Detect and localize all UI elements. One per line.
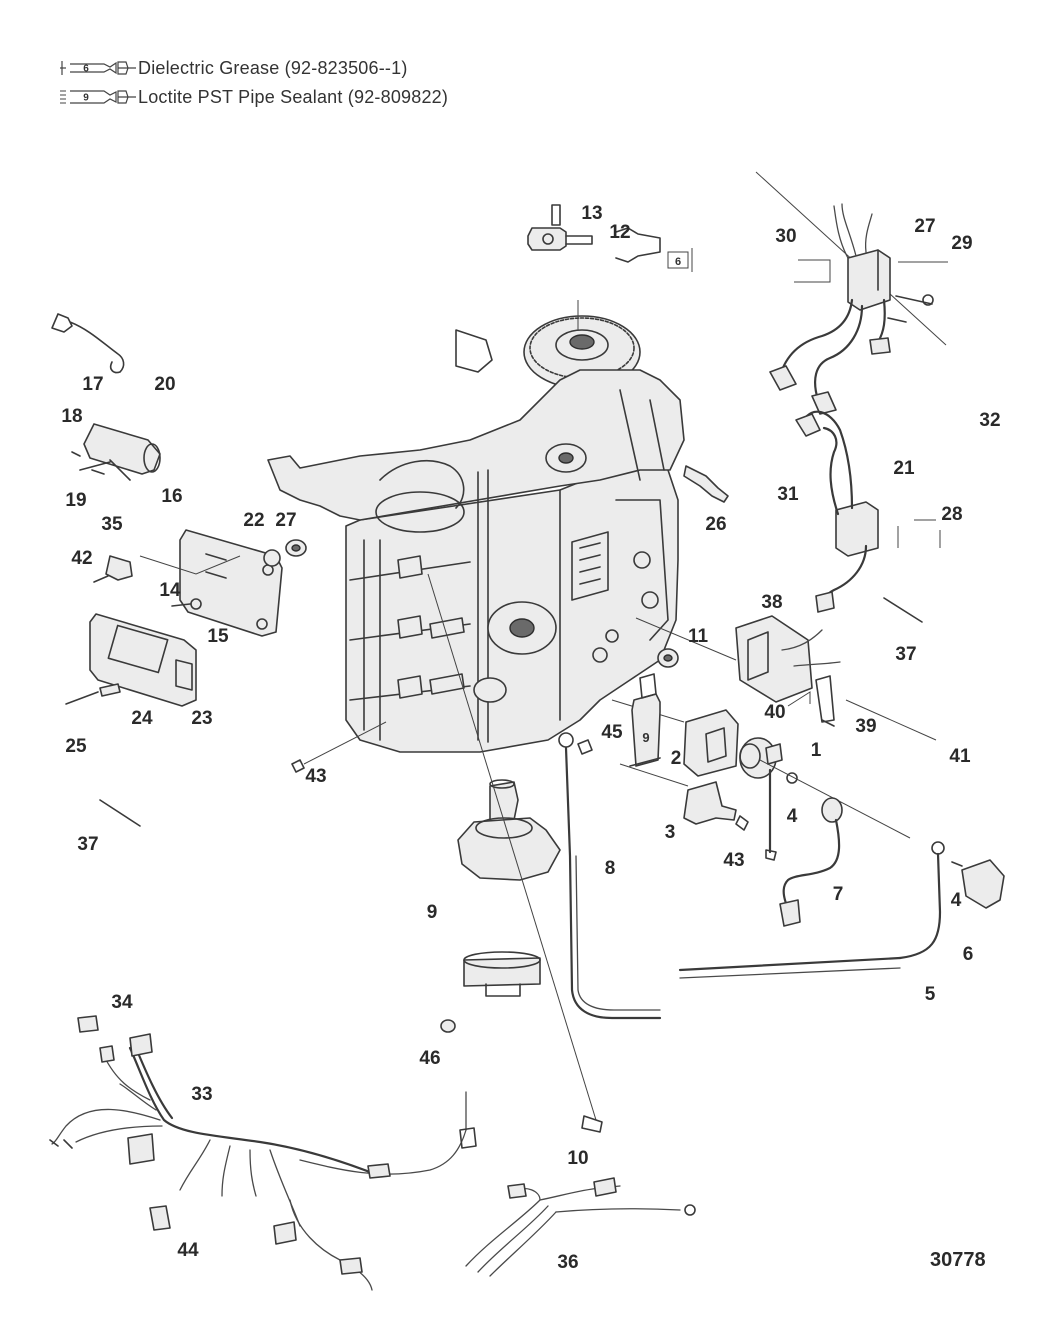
callout-5: 5	[925, 984, 936, 1005]
callout-36: 36	[557, 1252, 578, 1273]
cable-part-8	[558, 732, 662, 1020]
legend-badge: 6	[83, 64, 89, 75]
callout-33: 33	[191, 1084, 212, 1105]
rectifier-part-38	[735, 615, 841, 727]
callout-46: 46	[419, 1048, 440, 1069]
callout-34: 34	[111, 992, 133, 1013]
figure-number: 30778	[930, 1249, 986, 1271]
callout-28: 28	[941, 504, 962, 525]
callout-18: 18	[61, 406, 82, 427]
callout-43: 43	[723, 850, 744, 871]
ignition-coil-upper	[769, 203, 934, 415]
callout-17: 17	[82, 374, 103, 395]
tie-strap-part-37	[99, 799, 141, 827]
harness-part-36	[465, 1177, 696, 1277]
callout-31: 31	[777, 484, 799, 505]
callout-27: 21	[893, 458, 915, 479]
bracket-part-3	[683, 781, 737, 825]
legend-item-dielectric-grease: 6 Dielectric Grease (92-823506--1)	[60, 56, 408, 80]
callout-4: 4	[951, 890, 962, 911]
starter-motor	[457, 779, 561, 997]
callout-1: 1	[811, 740, 822, 761]
legend-label: Dielectric Grease (92-823506--1)	[138, 57, 408, 78]
legend-label: Loctite PST Pipe Sealant (92-809822)	[138, 86, 449, 107]
callout-38: 38	[761, 592, 782, 613]
mount-bracket	[171, 529, 307, 637]
callout-6: 6	[963, 944, 974, 965]
cable-part-5	[678, 841, 1005, 979]
callout-26: 26	[705, 514, 726, 535]
sensor-part-12	[527, 204, 661, 263]
grease-tube-icon: 6	[60, 61, 136, 75]
sealant-tube-part-9: 9	[629, 673, 661, 767]
sealant-tube-icon: 9	[60, 90, 136, 104]
badge-text: 9	[642, 730, 649, 745]
badge-text: 6	[675, 256, 681, 268]
callout-21: 27	[275, 510, 296, 531]
engine-block	[267, 329, 685, 753]
legend-badge: 9	[83, 93, 89, 104]
callout-2: 2	[671, 748, 682, 769]
callout-15: 15	[207, 626, 229, 647]
ignition-coil-lower	[795, 410, 879, 613]
cap-assembly	[71, 423, 161, 481]
callout-16: 16	[161, 486, 182, 507]
callout-14: 14	[159, 580, 181, 601]
callout-labels: 13 12 30 27 29 20 17 18 19 16 32 35 22 2…	[61, 203, 1000, 1273]
callout-11: 11	[688, 626, 709, 647]
callout-9: 9	[427, 902, 438, 923]
sleeve-part-44	[149, 1205, 171, 1231]
callout-24: 24	[131, 708, 153, 729]
callout-3: 3	[665, 822, 676, 843]
callout-42: 42	[71, 548, 92, 569]
callout-8: 8	[605, 858, 616, 879]
callout-43: 43	[305, 766, 326, 787]
callout-29: 29	[951, 233, 972, 254]
callout-4: 4	[787, 806, 798, 827]
clip-part-34	[77, 1015, 99, 1033]
callout-19: 19	[65, 490, 86, 511]
wiring-harness-part-33	[49, 1033, 477, 1291]
fuse-and-screw	[65, 683, 121, 705]
callout-20: 20	[154, 374, 175, 395]
grommet-part-11	[657, 648, 679, 668]
bolt-part-10	[581, 1115, 603, 1133]
callout-30: 30	[775, 226, 796, 247]
legend-item-pipe-sealant: 9 Loctite PST Pipe Sealant (92-809822)	[60, 85, 448, 109]
callout-40: 40	[764, 702, 785, 723]
callout-32: 32	[979, 410, 1000, 431]
inline-grease-badge-6: 6	[667, 248, 693, 272]
callout-7: 7	[833, 884, 844, 905]
cable-part-7	[779, 797, 843, 927]
callout-23: 23	[191, 708, 212, 729]
callout-41: 41	[949, 746, 971, 767]
callout-10: 10	[567, 1148, 588, 1169]
callout-39: 39	[855, 716, 876, 737]
callout-37: 37	[77, 834, 98, 855]
callout-45: 45	[601, 722, 623, 743]
callout-13: 13	[581, 203, 602, 224]
callout-35: 35	[101, 514, 123, 535]
sensor-part-26	[683, 465, 729, 503]
callout-12: 12	[609, 222, 630, 243]
callout-25: 25	[65, 736, 87, 757]
callout-37: 37	[895, 644, 916, 665]
callout-44: 44	[177, 1240, 199, 1261]
nut-part-46	[440, 1019, 456, 1033]
callout-27: 27	[914, 216, 935, 237]
hook-part-20	[51, 313, 125, 374]
solenoid-assembly	[683, 709, 798, 861]
control-module	[89, 555, 197, 707]
callout-22: 22	[243, 510, 264, 531]
